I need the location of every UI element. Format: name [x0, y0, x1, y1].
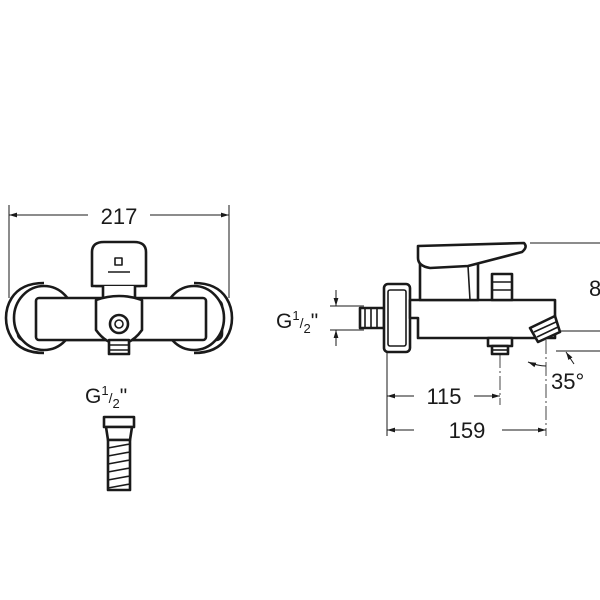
diverter-knob-inner	[114, 319, 124, 329]
front-view: 217 G1/2"	[4, 204, 234, 492]
side-spout	[528, 314, 562, 344]
side-body	[408, 298, 557, 340]
dim-115-label: 115	[426, 384, 461, 409]
height-dim-partial: 8	[589, 276, 600, 301]
inlet-thread	[358, 306, 386, 330]
outlet-thread	[107, 338, 131, 356]
shower-hose	[102, 415, 136, 492]
side-thread-label: G1/2"	[276, 308, 318, 336]
side-diverter	[490, 272, 514, 302]
diverter-knob	[108, 313, 130, 335]
dim-159-label: 159	[449, 418, 486, 443]
width-dimension-label: 217	[101, 204, 138, 229]
front-thread-label: G1/2"	[85, 383, 127, 411]
lever-handle-top	[90, 240, 148, 288]
side-lever	[416, 241, 527, 270]
lever-indicator	[114, 257, 123, 266]
side-view: G1/2"	[276, 241, 600, 443]
angle-label: 35°	[551, 369, 584, 394]
